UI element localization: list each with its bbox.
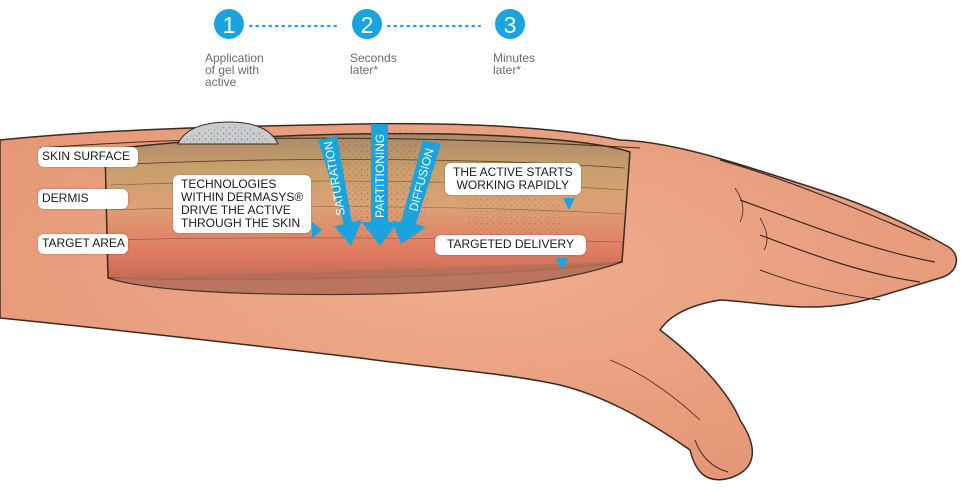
- technologies-callout: TECHNOLOGIES WITHIN DERMASYS® DRIVE THE …: [173, 175, 311, 233]
- dermis-label: DERMIS: [38, 189, 128, 209]
- targeted-delivery-callout: TARGETED DELIVERY: [435, 235, 586, 255]
- svg-text:PARTITIONING: PARTITIONING: [373, 134, 387, 218]
- skin-surface-label: SKIN SURFACE: [38, 147, 138, 167]
- step-3-caption: Minutes later*: [493, 52, 535, 76]
- step-2-number: 2: [361, 12, 374, 38]
- step-1-number: 1: [223, 12, 236, 38]
- target-area-label: TARGET AREA: [38, 234, 128, 254]
- step-3-number: 3: [504, 12, 517, 38]
- steps-timeline: 1 2 3: [214, 9, 525, 39]
- step-2-caption: Seconds later*: [350, 52, 397, 76]
- step-1-caption: Application of gel with active: [205, 52, 264, 88]
- active-starts-callout: THE ACTIVE STARTS WORKING RAPIDLY: [445, 163, 581, 195]
